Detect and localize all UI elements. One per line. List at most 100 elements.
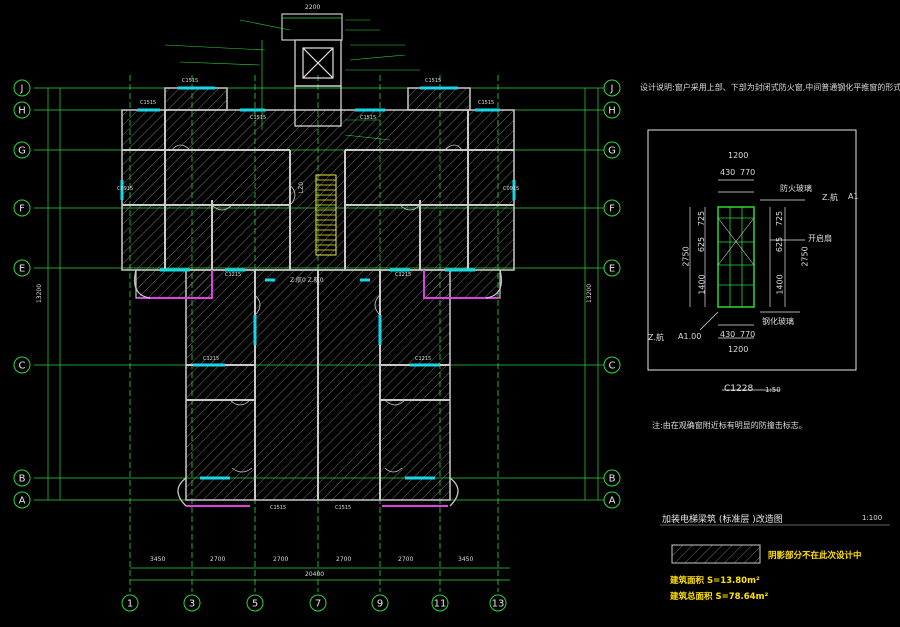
detail-h-725: 725	[697, 210, 707, 227]
axis-bubble-right-E-label: E	[609, 264, 615, 275]
total-dimension: 20400	[305, 571, 325, 578]
axis-bubble-col-5-label: 5	[252, 599, 258, 610]
axis-bubble-col-3: 3	[183, 594, 201, 612]
detail-bottom-a100: A1.00	[678, 332, 702, 341]
axis-bubble-right-F-label: F	[609, 204, 615, 215]
window-tag-1: C1515	[425, 78, 442, 84]
detail-width-total-bottom: 1200	[728, 345, 749, 354]
axis-bubble-right-B: B	[603, 469, 621, 487]
axis-bubble-col-13-label: 13	[492, 599, 505, 610]
axis-bubble-left-H-label: H	[18, 106, 26, 117]
balconies	[140, 270, 498, 507]
axis-bubble-col-11-label: 11	[434, 599, 447, 610]
window-tag-11: C1515	[335, 505, 352, 511]
window-tag-10: C1515	[270, 505, 287, 511]
bottom-dimension-5: 3450	[458, 556, 474, 563]
detail-window-scale: 1:50	[765, 386, 781, 394]
window-tag-9: C1215	[415, 356, 432, 362]
axis-bubble-left-E: E	[13, 259, 31, 277]
title-block-title: 加装电梯梁筑 (标准层 )改造图	[662, 515, 783, 525]
axis-bubble-right-B-label: B	[609, 474, 616, 485]
window-tag-7: C0915	[503, 186, 520, 192]
detail-label-a1: A1	[848, 192, 859, 201]
bay-curves	[133, 269, 503, 507]
axis-bubble-right-C-label: C	[609, 361, 616, 372]
dimension-lines	[47, 17, 599, 581]
axis-bubble-col-7: 7	[309, 594, 327, 612]
axis-bubble-right-G: G	[603, 141, 621, 159]
window-tag-5: C1215	[395, 272, 412, 278]
remark-note: 注:由在观确窗附近标有明显的防撞击标志。	[652, 421, 807, 430]
area-building: 建筑面积 S=13.80m²	[670, 576, 760, 586]
detail-label-glass: 防火玻璃	[780, 184, 812, 193]
axis-bubble-left-A: A	[13, 491, 31, 509]
window-tag-8: C1215	[203, 356, 220, 362]
leader-lines	[164, 19, 420, 141]
axis-bubble-left-H: H	[13, 101, 31, 119]
axis-bubble-right-G-label: G	[608, 146, 616, 157]
height-dimension-right: 13200	[586, 283, 594, 304]
detail-width-left-bottom: 430	[720, 330, 736, 339]
window-detail	[647, 129, 857, 391]
axis-bubble-right-F: F	[603, 199, 621, 217]
axis-bubble-col-9: 9	[371, 594, 389, 612]
window-tag-0: C1515	[140, 100, 157, 106]
title-block-scale: 1:100	[862, 514, 883, 522]
detail-bottom-tag: Z.航	[648, 333, 665, 342]
design-note: 设计说明:窗户采用上部、下部为封闭式防火窗,中间普通钢化平推窗的形式。	[640, 83, 900, 92]
detail-width-right: 770	[740, 168, 756, 177]
detail-window-label: C1228	[724, 384, 754, 394]
windows	[120, 86, 516, 480]
window-tag-3: C1515	[360, 115, 377, 121]
window-tag-6: C0915	[117, 186, 134, 192]
axis-bubble-right-E: E	[603, 259, 621, 277]
axis-bubble-right-J-label: J	[610, 84, 614, 95]
detail-h-625-r: 625	[775, 236, 785, 253]
window-tag-2: C1515	[250, 115, 267, 121]
axis-bubble-left-C: C	[13, 356, 31, 374]
axis-bubble-right-H: H	[603, 101, 621, 119]
top-dimension: 2200	[305, 4, 321, 11]
axis-bubble-col-5: 5	[246, 594, 264, 612]
detail-label-open: 开启扇	[808, 234, 832, 243]
axis-bubble-left-G-label: G	[18, 146, 26, 157]
axis-bubble-left-J-label: J	[20, 84, 24, 95]
axis-bubble-left-B-label: B	[19, 474, 26, 485]
axis-bubble-col-1-label: 1	[127, 599, 133, 610]
height-dimension-left: 13200	[36, 283, 44, 304]
axis-bubble-col-1: 1	[121, 594, 139, 612]
row-axis-bubbles-left: JH G F E C BA	[13, 79, 31, 509]
axis-bubble-right-J: J	[603, 79, 621, 97]
detail-width-right-bottom: 770	[740, 330, 756, 339]
axis-bubble-left-J: J	[13, 79, 31, 97]
legend-text: 阴影部分不在此次设计中	[768, 551, 862, 561]
axis-bubble-col-7-label: 7	[315, 599, 321, 610]
detail-h-625: 625	[697, 236, 707, 253]
detail-width-total: 1200	[728, 151, 749, 160]
detail-h-1400: 1400	[697, 274, 707, 295]
detail-width-left: 430	[720, 168, 736, 177]
axis-bubble-col-9-label: 9	[377, 599, 383, 610]
door-swings	[171, 144, 463, 473]
axis-bubble-left-F-label: F	[19, 204, 25, 215]
bottom-dimension-1: 2700	[210, 556, 226, 563]
stair-note: LZ0	[298, 181, 306, 194]
detail-height-right: 2750	[800, 246, 810, 267]
bottom-dimension-4: 2700	[398, 556, 414, 563]
elevator-shaft	[281, 13, 343, 127]
bottom-dimension-0: 3450	[150, 556, 166, 563]
axis-bubble-right-H-label: H	[608, 106, 616, 117]
axis-bubble-left-F: F	[13, 199, 31, 217]
area-total: 建筑总面积 S=78.64m²	[670, 592, 769, 602]
bottom-dimension-2: 2700	[273, 556, 289, 563]
axis-bubble-col-13: 13	[489, 594, 507, 612]
detail-height-left: 2750	[681, 246, 691, 267]
window-tag-12: C1515	[478, 100, 495, 106]
detail-label-tag: Z.航	[822, 193, 839, 202]
bottom-dimension-3: 2700	[336, 556, 352, 563]
axis-bubble-col-3-label: 3	[189, 599, 195, 610]
detail-label-steel: 钢化玻璃	[762, 317, 794, 326]
